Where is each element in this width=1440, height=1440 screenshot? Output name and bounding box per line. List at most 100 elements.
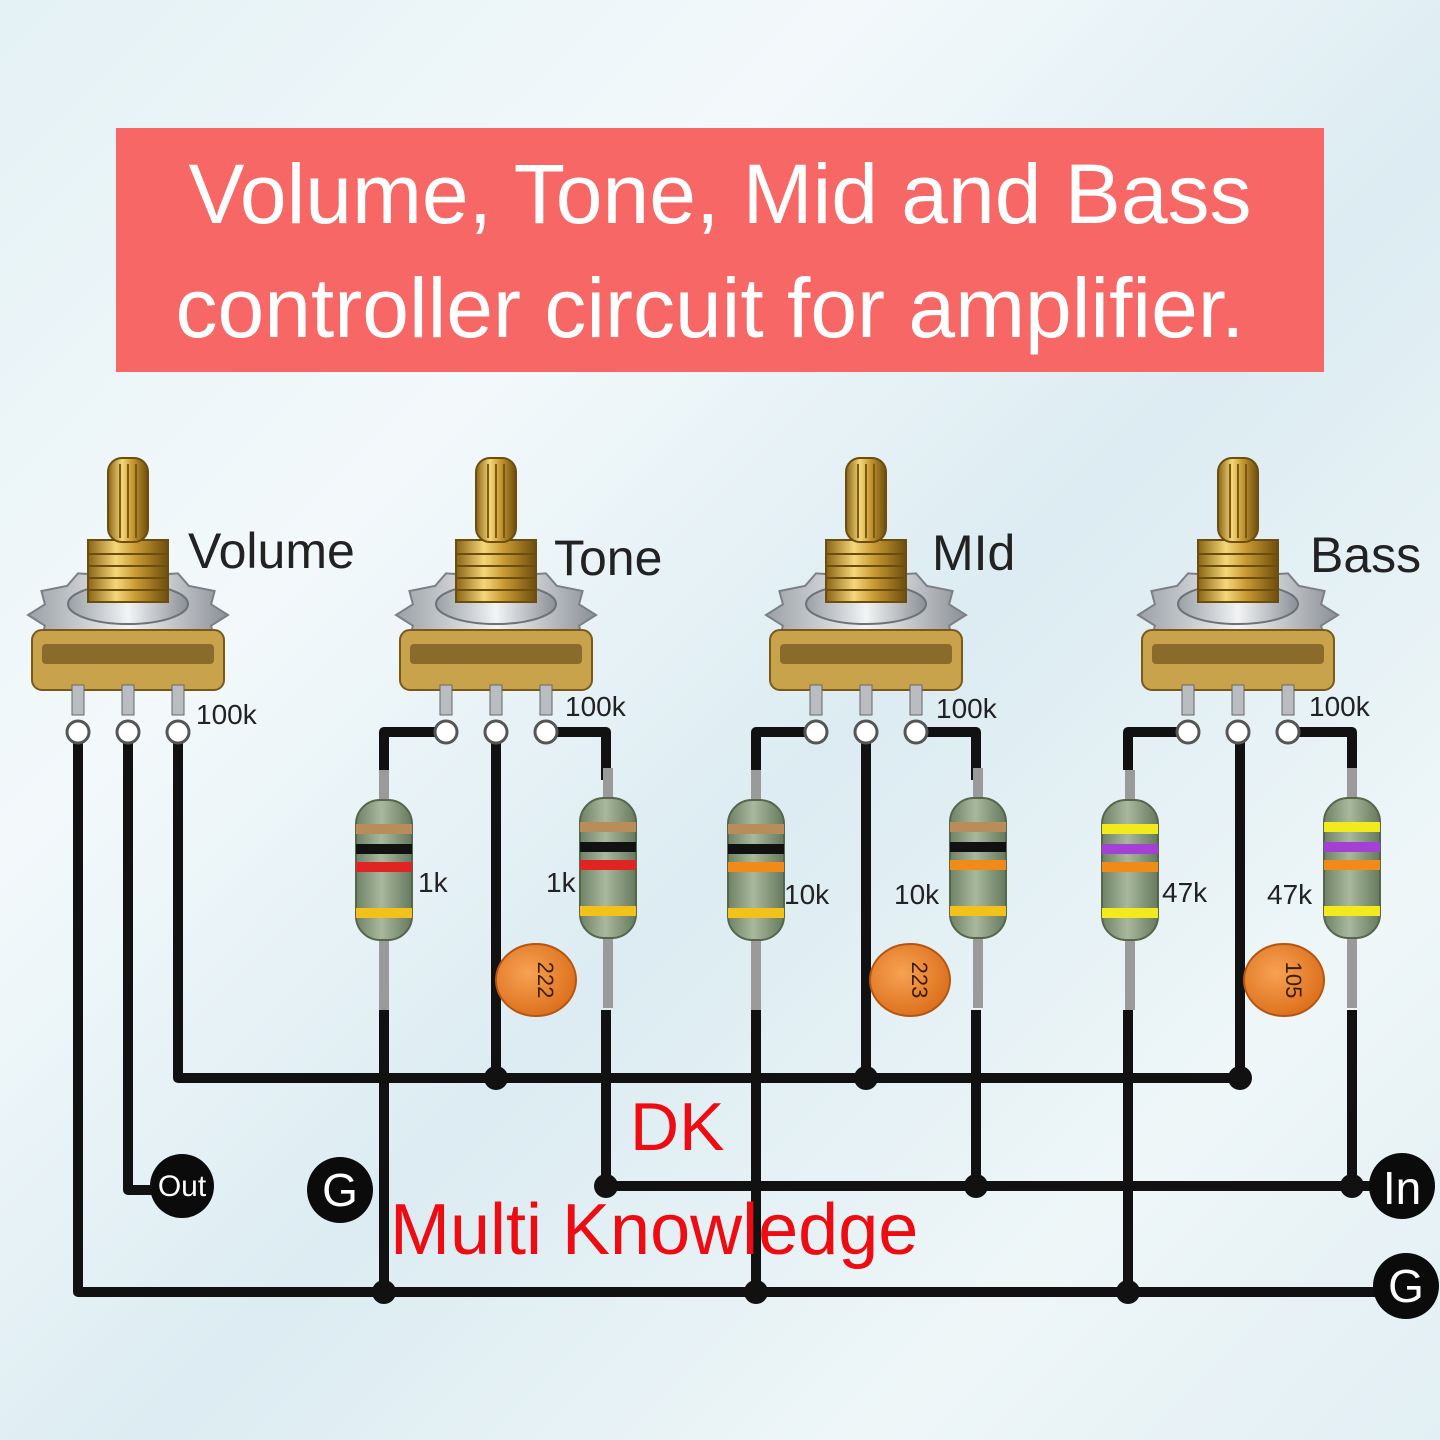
resistor-label-3: 10k <box>784 879 830 910</box>
pot-label-tone: Tone <box>554 530 662 586</box>
terminal-ground-left: G <box>307 1157 373 1223</box>
terminal-out-label: Out <box>158 1170 207 1203</box>
resistor-lead-top <box>973 768 983 798</box>
pot-leg-2 <box>909 684 923 716</box>
capacitor-label-105: 105 <box>1281 962 1306 999</box>
pot-body-stripe <box>410 644 582 664</box>
pot-eyelet-2 <box>533 719 559 745</box>
pot-leg-0 <box>71 684 85 716</box>
resistor-lead-top <box>1347 768 1357 798</box>
resistor-band-0 <box>728 824 784 834</box>
capacitor-body <box>495 943 577 1017</box>
resistor-band-0 <box>1324 822 1380 832</box>
capacitor-label-222: 222 <box>533 962 558 999</box>
pot-eyelet-2 <box>1275 719 1301 745</box>
resistor-label-2: 1k <box>546 867 577 898</box>
resistor-lead-top <box>751 770 761 800</box>
resistor-band-2 <box>1102 862 1158 872</box>
resistor-band-3 <box>728 908 784 918</box>
resistor-band-3 <box>580 906 636 916</box>
resistor-label-6: 47k <box>1267 879 1313 910</box>
resistor-band-0 <box>580 822 636 832</box>
pot-bushing <box>1197 539 1279 603</box>
pot-leg-1 <box>1231 684 1245 716</box>
pot-bushing <box>455 539 537 603</box>
pot-value-volume: 100k <box>196 699 258 730</box>
pot-leg-2 <box>539 684 553 716</box>
resistor-lead-bottom <box>603 938 613 1008</box>
pot-bushing <box>87 539 169 603</box>
pot-eyelet-0 <box>803 719 829 745</box>
pot-eyelet-0 <box>65 719 91 745</box>
pot-eyelet-2 <box>165 719 191 745</box>
pot-leg-1 <box>121 684 135 716</box>
resistor-band-0 <box>950 822 1006 832</box>
pot-leg-2 <box>1281 684 1295 716</box>
pot-leg-0 <box>1181 684 1195 716</box>
resistor-band-3 <box>1102 908 1158 918</box>
pot-volume <box>26 457 230 745</box>
pot-eyelet-1 <box>853 719 879 745</box>
pot-label-volume: Volume <box>188 523 355 579</box>
resistor-lead-top <box>379 770 389 800</box>
pot-value-mid: 100k <box>936 693 998 724</box>
resistor-band-2 <box>356 862 412 872</box>
resistor-band-2 <box>728 862 784 872</box>
pot-value-bass: 100k <box>1309 691 1371 722</box>
terminal-ground-right: G <box>1373 1253 1439 1319</box>
title-line-2: controller circuit for amplifier. <box>175 261 1245 355</box>
pot-tone <box>394 457 598 745</box>
pot-body-stripe <box>42 644 214 664</box>
wire-3 <box>379 727 448 770</box>
pot-leg-1 <box>859 684 873 716</box>
wire-16 <box>1288 727 1357 770</box>
capacitor-105 <box>1243 943 1325 1017</box>
resistor-10k-a <box>727 770 785 1010</box>
pot-bushing <box>825 539 907 603</box>
capacitor-223 <box>869 943 951 1017</box>
resistor-label-4: 10k <box>894 879 940 910</box>
capacitor-body <box>1243 943 1325 1017</box>
resistor-label-5: 47k <box>1162 877 1208 908</box>
resistor-band-1 <box>356 844 412 854</box>
resistor-47k-b <box>1323 768 1381 1008</box>
wire-8 <box>751 727 818 780</box>
pot-leg-1 <box>489 684 503 716</box>
title-line-1: Volume, Tone, Mid and Bass <box>188 147 1252 241</box>
resistor-lead-bottom <box>973 938 983 1008</box>
terminal-ground-left-label: G <box>322 1164 358 1216</box>
terminal-out: Out <box>150 1154 214 1218</box>
junction-5 <box>1340 1174 1364 1198</box>
resistor-47k-a <box>1101 770 1159 1010</box>
resistor-band-1 <box>580 842 636 852</box>
wires <box>73 727 1380 1297</box>
resistor-band-1 <box>728 844 784 854</box>
wire-2 <box>173 740 1240 1083</box>
resistor-band-3 <box>356 908 412 918</box>
junction-0 <box>484 1066 508 1090</box>
watermark-dk: DK <box>630 1089 724 1165</box>
pot-mid <box>764 457 968 745</box>
pot-eyelet-2 <box>903 719 929 745</box>
pot-eyelet-0 <box>433 719 459 745</box>
resistor-label-1: 1k <box>418 867 449 898</box>
watermark-multi-knowledge: Multi Knowledge <box>390 1190 918 1270</box>
resistor-1k-b <box>579 768 637 1008</box>
pot-eyelet-1 <box>483 719 509 745</box>
junction-3 <box>594 1174 618 1198</box>
resistor-band-1 <box>950 842 1006 852</box>
terminal-in: In <box>1369 1153 1435 1219</box>
wire-13 <box>1123 727 1190 770</box>
resistor-lead-bottom <box>1125 940 1135 1010</box>
pot-label-mid: MId <box>932 525 1015 581</box>
resistor-lead-bottom <box>751 940 761 1010</box>
wire-0 <box>73 740 1380 1297</box>
junction-6 <box>372 1280 396 1304</box>
resistor-band-3 <box>950 906 1006 916</box>
resistor-10k-b <box>949 768 1007 1008</box>
pot-eyelet-1 <box>1225 719 1251 745</box>
resistor-1k-a <box>355 770 413 1010</box>
resistor-band-2 <box>950 860 1006 870</box>
pot-leg-0 <box>439 684 453 716</box>
